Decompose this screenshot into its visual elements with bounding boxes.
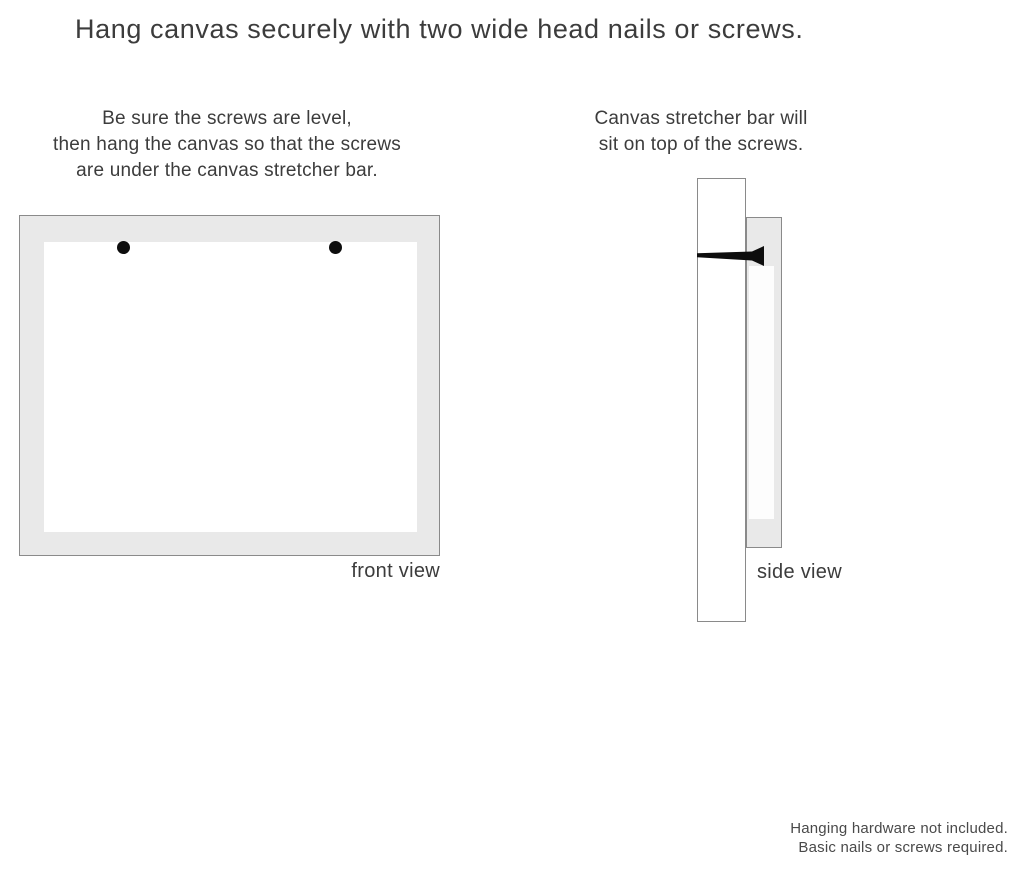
screw-icon bbox=[329, 241, 342, 254]
front-view-label: front view bbox=[351, 560, 440, 582]
hardware-disclaimer: Hanging hardware not included. Basic nai… bbox=[790, 819, 1008, 857]
side-view-label: side view bbox=[757, 561, 842, 583]
nail-icon bbox=[697, 246, 764, 266]
side-view-canvas bbox=[746, 217, 782, 548]
page-title: Hang canvas securely with two wide head … bbox=[75, 14, 804, 44]
side-canvas-inner-area bbox=[749, 266, 774, 519]
instruction-line: are under the canvas stretcher bar. bbox=[76, 160, 378, 181]
instruction-line: then hang the canvas so that the screws bbox=[53, 134, 401, 155]
instruction-line: Canvas stretcher bar will bbox=[594, 108, 808, 129]
disclaimer-line: Hanging hardware not included. bbox=[790, 820, 1008, 837]
side-instruction-text: Canvas stretcher bar will sit on top of … bbox=[561, 106, 841, 158]
disclaimer-line: Basic nails or screws required. bbox=[798, 839, 1008, 856]
front-instruction-text: Be sure the screws are level, then hang … bbox=[17, 106, 437, 184]
instruction-line: sit on top of the screws. bbox=[598, 134, 804, 155]
canvas-inner-area bbox=[44, 242, 417, 532]
screw-icon bbox=[117, 241, 130, 254]
instruction-line: Be sure the screws are level, bbox=[102, 108, 352, 129]
front-view-diagram bbox=[19, 215, 440, 556]
